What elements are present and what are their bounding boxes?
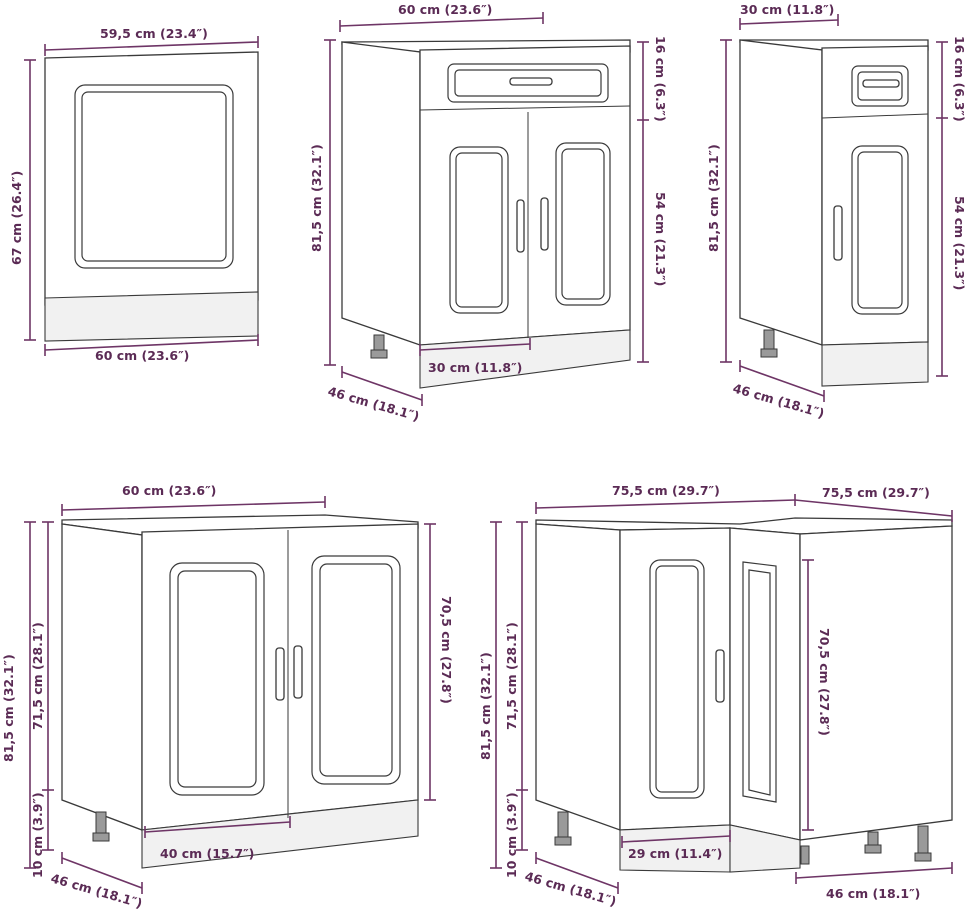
oven-width-top-label: 59,5 cm (23.4″) [100, 26, 208, 41]
corner-unit-width-left-label: 75,5 cm (29.7″) [612, 483, 720, 498]
corner-unit-body-height-label: 71,5 cm (28.1″) [504, 622, 519, 730]
corner-unit-plinth-height-label: 10 cm (3.9″) [504, 792, 519, 878]
sink-unit-dimensions [24, 496, 436, 894]
drawer-unit-30-depth-label: 46 cm (18.1″) [731, 380, 826, 420]
sink-unit-width-label: 60 cm (23.6″) [122, 483, 216, 498]
drawer-unit-60-drawer-height-label: 16 cm (6.3″) [653, 36, 668, 122]
drawer-unit-60-depth-label: 46 cm (18.1″) [326, 383, 421, 423]
sink-unit-body-height-label: 71,5 cm (28.1″) [30, 622, 45, 730]
sink-unit-plinth-height-label: 10 cm (3.9″) [30, 792, 45, 878]
corner-unit-depth-left-label: 46 cm (18.1″) [523, 868, 618, 908]
sink-unit-depth-label: 46 cm (18.1″) [49, 870, 144, 910]
corner-unit-door-height-label: 70,5 cm (27.8″) [817, 628, 832, 736]
drawer-unit-60-height-label: 81,5 cm (32.1″) [309, 144, 324, 252]
corner-unit-total-height-label: 81,5 cm (32.1″) [478, 652, 493, 760]
corner-unit-cabinet [535, 517, 953, 873]
drawer-unit-60-width-label: 60 cm (23.6″) [398, 2, 492, 17]
oven-dimensions [24, 36, 259, 356]
drawer-unit-30-cabinet [739, 39, 929, 387]
drawer-unit-30-drawer-height-label: 16 cm (6.3″) [952, 36, 967, 122]
corner-unit-width-right-label: 75,5 cm (29.7″) [822, 485, 930, 500]
corner-unit-dimensions [490, 494, 953, 894]
drawer-unit-30-width-label: 30 cm (11.8″) [740, 2, 834, 17]
drawer-unit-60-dimensions [324, 12, 649, 406]
oven-width-bottom-label: 60 cm (23.6″) [95, 348, 189, 363]
drawer-unit-60-cabinet [341, 39, 631, 389]
drawer-unit-60-door-width-label: 30 cm (11.8″) [428, 360, 522, 375]
drawer-unit-30-height-label: 81,5 cm (32.1″) [706, 144, 721, 252]
drawer-unit-30-door-height-label: 54 cm (21.3″) [952, 196, 967, 290]
sink-unit-door-height-label: 70,5 cm (27.8″) [439, 596, 454, 704]
sink-unit-cabinet [61, 514, 419, 869]
sink-unit-total-height-label: 81,5 cm (32.1″) [1, 654, 16, 762]
oven-panel-cabinet [44, 51, 259, 342]
drawer-unit-30-dimensions [720, 14, 948, 402]
oven-height-label: 67 cm (26.4″) [9, 171, 24, 265]
corner-unit-depth-right-label: 46 cm (18.1″) [826, 886, 920, 901]
drawer-unit-60-door-height-label: 54 cm (21.3″) [653, 192, 668, 286]
sink-unit-door-width-label: 40 cm (15.7″) [160, 846, 254, 861]
corner-unit-door-width-label: 29 cm (11.4″) [628, 846, 722, 861]
